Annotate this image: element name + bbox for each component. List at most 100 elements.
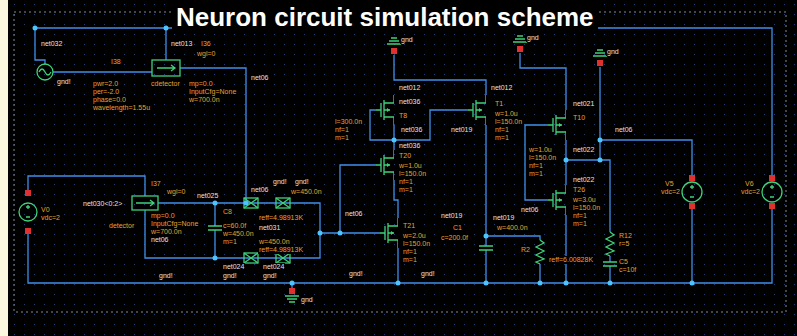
parameter-label: l=150.0n [398,170,427,178]
parameter-label: l=150.0n [572,204,601,212]
net-label: net06 [520,206,540,214]
net-label: net022 [572,176,595,184]
net-label: net036 [398,142,421,150]
slide-margin [0,0,8,336]
resistor-symbol [536,240,544,264]
parameter-label: reff=4.98913K [258,214,304,222]
wire [691,206,692,283]
wire [145,210,320,258]
transistor-symbol [376,95,394,125]
junction-dot [164,26,169,31]
parameter-label: detector [108,222,135,230]
wire [340,165,376,233]
wire [600,67,610,232]
junction-dot [598,138,603,143]
wire [520,53,566,110]
waveguide-symbol [244,198,258,208]
parameter-label: R12 [618,232,633,240]
wire [158,203,380,233]
junction-dot [338,231,343,236]
parameter-label: nf=1 [334,126,350,134]
parameter-label: nf=1 [528,162,544,170]
parameter-label: mp=0.0 [150,212,176,220]
pin-marker [289,288,295,294]
junction-dot [484,281,489,286]
waveguide-symbol [276,198,290,208]
net-label: net06 [250,186,270,194]
junction-dot [564,158,569,163]
transistor-symbol [548,185,566,215]
pin-marker [597,60,603,66]
net-label: net013 [170,40,193,48]
net-label: net06 [150,236,170,244]
net-label: net019 [492,214,515,222]
parameter-label: C5 [618,258,629,266]
net-label: net021 [572,100,595,108]
parameter-label: per=-2.0 [92,88,120,96]
parameter-label: m=1 [494,134,510,142]
waveguide-symbol [276,198,290,208]
parameter-label: w=3.0u [572,196,597,204]
parameter-label: l=150.0n [528,154,557,162]
parameter-label: C1 [452,224,463,232]
wire [565,215,566,283]
net-label: net032 [40,40,63,48]
voltage-source-symbol [19,203,37,221]
parameter-label: T1 [494,100,504,108]
waveguide-symbol [244,253,258,263]
parameter-label: r=5 [618,240,630,248]
ground-symbol [513,36,527,42]
waveguide-symbol [276,253,290,263]
parameter-label: T10 [572,114,586,122]
parameter-label: w=1.0u [398,162,423,170]
transistor-symbol [376,150,394,180]
wire [486,236,540,283]
parameter-label: nf=1 [402,248,418,256]
ground-symbol [285,296,299,302]
junction-dot [608,281,613,286]
pin-marker [391,48,397,54]
pin-marker [25,228,31,234]
net-label: gnd [400,36,414,44]
parameter-label: vdc=2 [40,214,61,222]
parameter-label: c=60.0f [222,222,247,230]
parameter-label: vdc=2 [660,188,681,196]
transistor-symbol [468,95,486,125]
detector-symbol [136,200,154,206]
junction-dot [690,281,695,286]
title: Neuron circuit simulation scheme [172,3,598,31]
pin-marker [25,190,31,196]
junction-dot [33,26,38,31]
parameter-label: reff=6.00828K [548,256,594,264]
parameter-label: I36 [200,40,212,48]
transistor-symbol [548,110,566,140]
junction-dot [392,138,397,143]
net-label: net025 [196,192,219,200]
wire [35,28,772,178]
parameter-label: m=1 [528,170,544,178]
junction-dot [213,256,218,261]
parameter-label: T21 [402,222,416,230]
parameter-label: InputCfg=None [188,88,237,96]
net-label: gnd! [222,272,238,280]
parameter-label: l=300.0n [334,118,363,126]
parameter-label: m=1 [398,186,414,194]
parameter-label: w=450.0n [222,230,255,238]
wire [397,248,398,283]
parameter-label: reff=4.98913K [258,246,304,254]
parameter-label: T20 [398,152,412,160]
voltage-source-symbol [770,185,774,197]
net-label: net06 [250,74,270,82]
net-label: net024 [222,263,245,271]
ground-symbol [593,50,607,56]
junction-dot [290,281,295,286]
wire [370,110,394,140]
capacitor-symbol [479,246,493,250]
junction-dot [318,231,323,236]
parameter-label: V6 [744,180,755,188]
parameter-label: m=1 [334,134,350,142]
wire [28,209,772,283]
voltage-source-symbol [762,182,782,202]
